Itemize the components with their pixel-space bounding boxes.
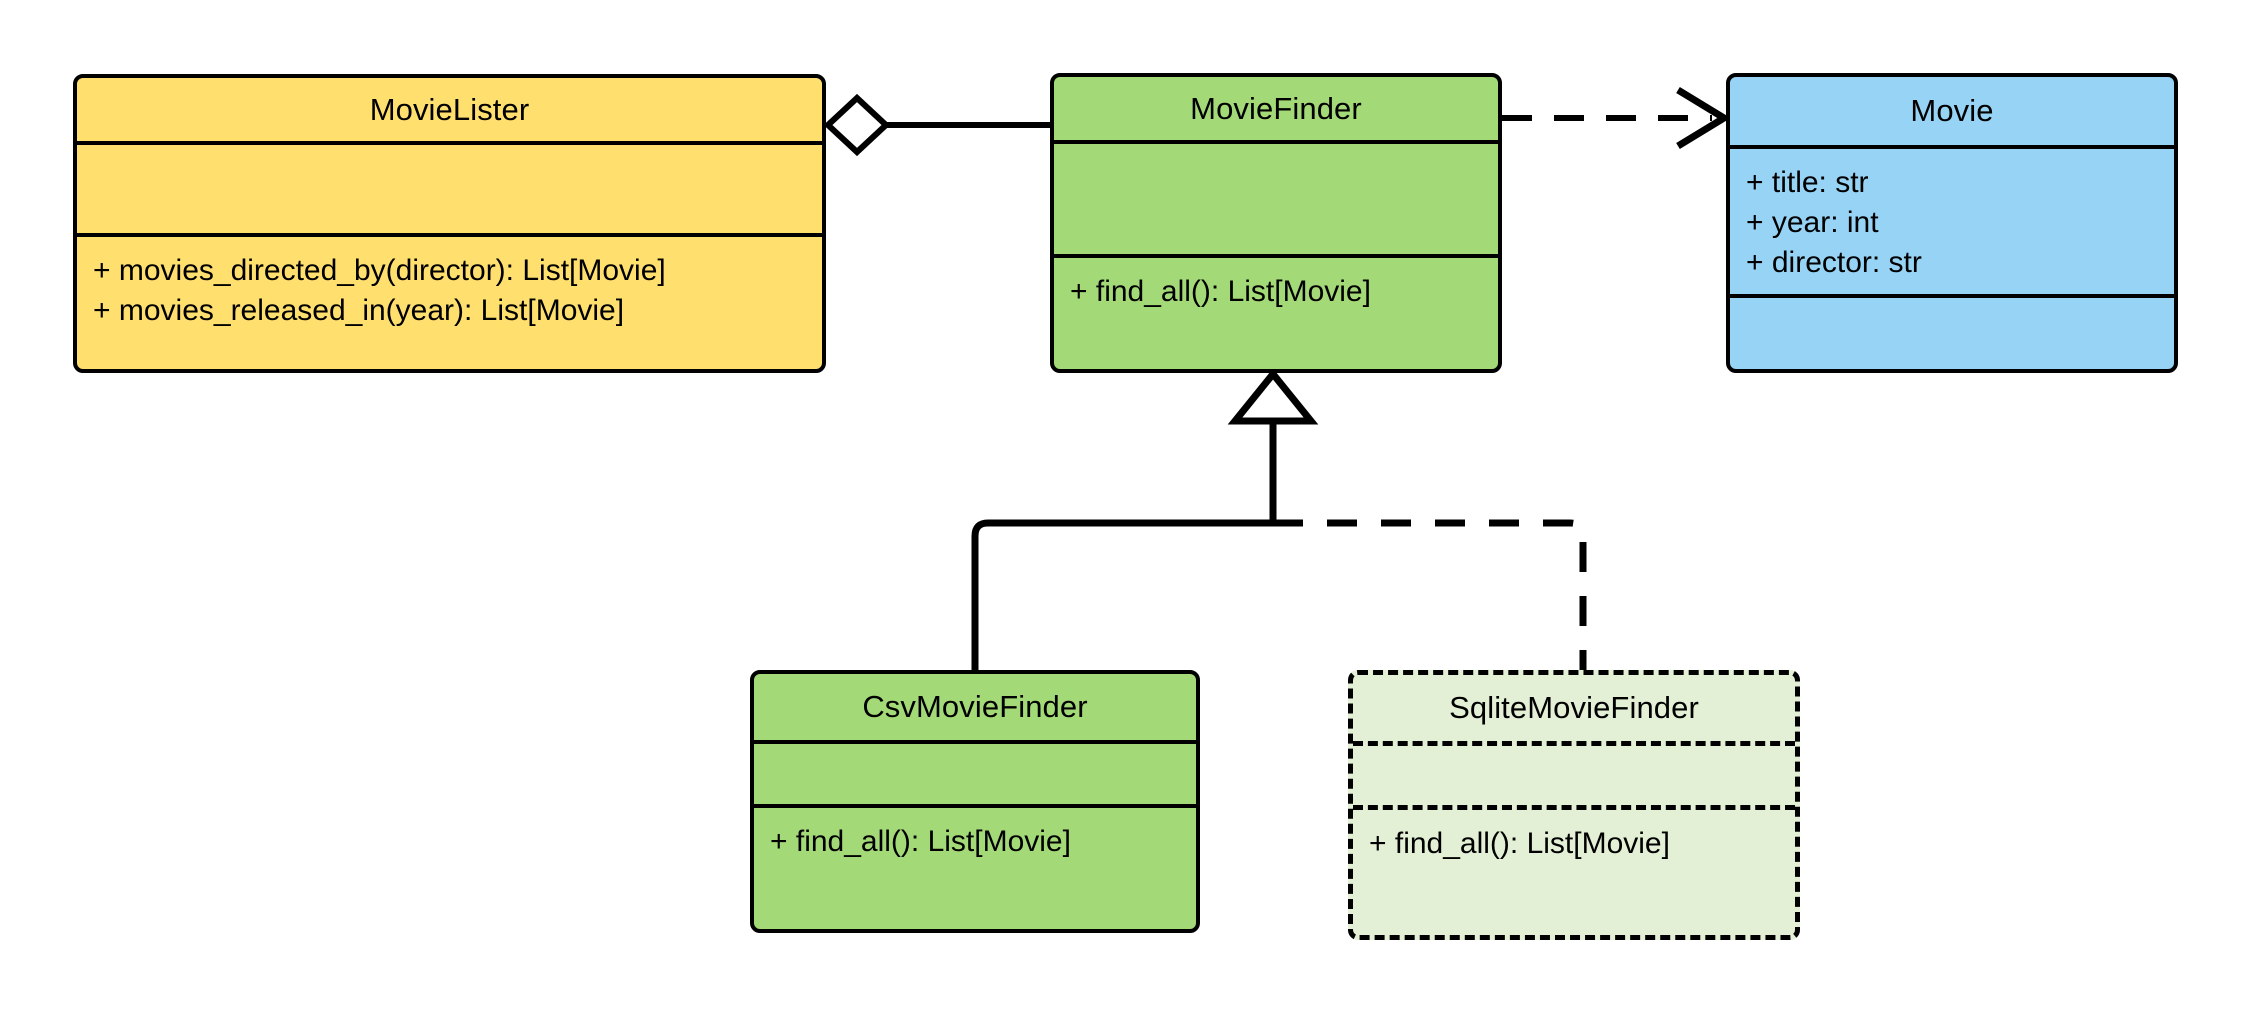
class-name-movielister: MovieLister [369,91,530,127]
class-attributes-sqlitemoviefinder [1353,741,1795,805]
operation-item: + movies_directed_by(director): List[Mov… [93,254,666,287]
class-name-moviefinder: MovieFinder [1190,90,1362,126]
class-name-sqlitemoviefinder: SqliteMovieFinder [1449,690,1699,725]
operation-item: + find_all(): List[Movie] [770,825,1071,858]
class-attributes-moviefinder [1054,140,1498,254]
inheritance-branch-sqlite [1273,519,1587,672]
class-attributes-csvmoviefinder [754,740,1196,804]
class-operations-csvmoviefinder: + find_all(): List[Movie] [754,804,1196,929]
class-attributes-movie: + title: str + year: int + director: str [1730,145,2174,294]
aggregation-movielister-moviefinder [823,93,1050,157]
class-operations-movie [1730,294,2174,369]
dependency-moviefinder-movie [1502,87,1731,149]
attribute-item: + title: str [1746,166,1869,199]
open-arrow-marker [1676,87,1731,149]
inheritance-branch-csv [971,519,1273,672]
class-box-sqlitemoviefinder[interactable]: SqliteMovieFinder + find_all(): List[Mov… [1348,670,1800,940]
inheritance-csvmoviefinder-moviefinder [971,519,1273,672]
class-operations-sqlitemoviefinder: + find_all(): List[Movie] [1353,805,1795,935]
hollow-triangle-marker [1227,368,1319,425]
attribute-item: + year: int [1746,206,1879,239]
generalization-stem [1227,368,1319,523]
class-operations-moviefinder: + find_all(): List[Movie] [1054,254,1498,369]
operation-item: + find_all(): List[Movie] [1070,275,1371,308]
hollow-diamond-marker [823,93,891,157]
class-operations-movielister: + movies_directed_by(director): List[Mov… [77,233,822,369]
class-box-moviefinder[interactable]: MovieFinder + find_all(): List[Movie] [1050,73,1502,373]
class-box-csvmoviefinder[interactable]: CsvMovieFinder + find_all(): List[Movie] [750,670,1200,933]
class-box-movielister[interactable]: MovieLister + movies_directed_by(directo… [73,74,826,373]
class-name-movie: Movie [1910,93,1994,128]
operation-item: + movies_released_in(year): List[Movie] [93,294,625,327]
operation-item: + find_all(): List[Movie] [1369,827,1670,860]
class-attributes-movielister [77,141,822,233]
class-box-movie[interactable]: Movie + title: str + year: int + directo… [1726,73,2178,373]
attribute-item: + director: str [1746,246,1922,279]
class-name-csvmoviefinder: CsvMovieFinder [862,689,1088,724]
inheritance-sqlitemoviefinder-moviefinder [1273,519,1587,672]
